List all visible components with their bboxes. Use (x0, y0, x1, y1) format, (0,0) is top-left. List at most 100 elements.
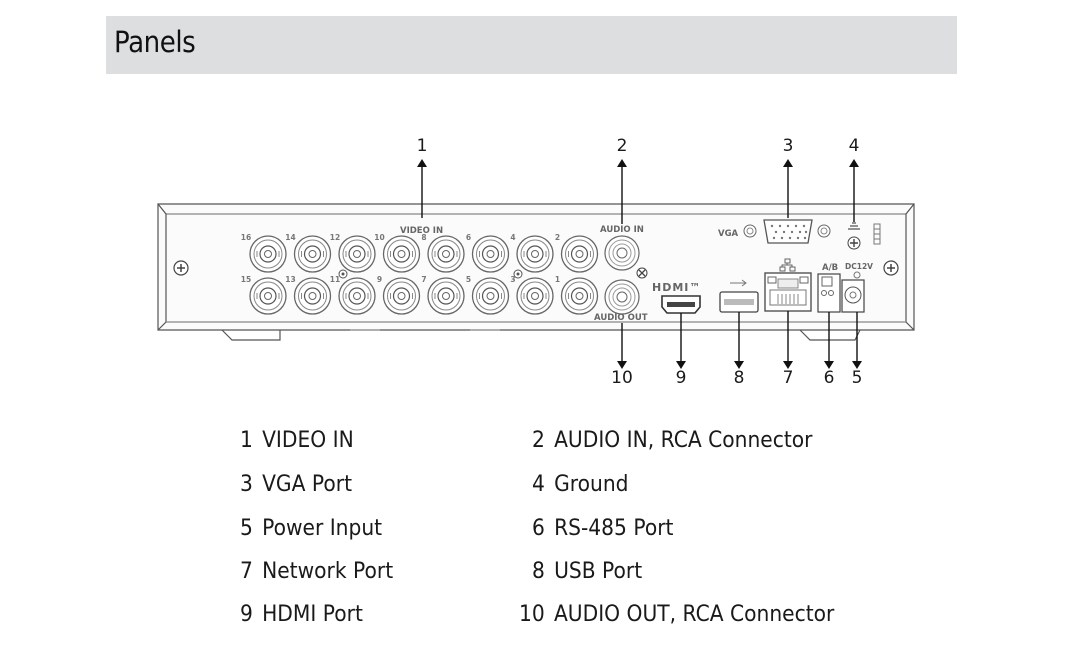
power-port (841, 271, 865, 313)
legend-label: RS-485 Port (554, 516, 674, 541)
hdmi-port (661, 295, 701, 314)
callout-8: 8 (734, 368, 745, 388)
dc-power-label: DC12V (845, 262, 873, 271)
channel-number: 4 (510, 233, 515, 242)
legend-item: 6 RS-485 Port (532, 516, 673, 541)
callout-lines (417, 159, 862, 369)
usb-port (719, 291, 759, 313)
callout-1: 1 (417, 136, 428, 156)
callout-7: 7 (783, 368, 794, 388)
channel-number: 12 (330, 233, 340, 242)
legend-num: 2 (532, 428, 545, 453)
channel-number: 13 (285, 275, 295, 284)
callout-5: 5 (852, 368, 863, 388)
section-title: Panels (114, 25, 196, 59)
vga-label: VGA (718, 229, 739, 239)
bnc-connector (560, 235, 599, 273)
bnc-connector (293, 235, 332, 273)
legend-item: 5 Power Input (240, 516, 382, 541)
hdmi-label: HDMI™ (652, 281, 701, 294)
audio-out-rca-connector (604, 279, 640, 315)
legend-num: 4 (532, 472, 545, 497)
bnc-connector (516, 235, 554, 273)
bnc-connector (382, 235, 421, 273)
channel-number: 11 (330, 275, 340, 284)
channel-number: 8 (421, 233, 426, 242)
screw-icon-right (883, 260, 899, 276)
bnc-connector (382, 277, 421, 315)
legend-item: 9 HDMI Port (240, 602, 363, 627)
video-in-label: VIDEO IN (400, 226, 443, 236)
legend-label: AUDIO IN, RCA Connector (554, 428, 813, 453)
channel-number: 7 (421, 275, 426, 284)
legend-label: AUDIO OUT, RCA Connector (553, 602, 835, 627)
bnc-connector (249, 277, 287, 315)
bnc-connector (338, 235, 376, 273)
network-icon (779, 258, 796, 272)
legend-item: 8 USB Port (532, 559, 642, 584)
audio-in-label: AUDIO IN (600, 225, 644, 235)
channel-number: 10 (374, 233, 384, 242)
channel-number: 9 (377, 275, 382, 284)
bnc-connector (427, 235, 465, 273)
legend-label: Power Input (262, 516, 383, 541)
callout-numbers-bottom: 10 9 8 7 6 5 (611, 368, 862, 388)
legend-label: VIDEO IN (262, 428, 354, 453)
bnc-connector (471, 277, 510, 315)
legend-num: 5 (240, 516, 253, 541)
rs485-label: A/B (822, 263, 838, 273)
legend-item: 1 VIDEO IN (240, 428, 354, 453)
bnc-connector (427, 277, 465, 315)
callout-4: 4 (849, 136, 860, 156)
channel-number: 5 (466, 275, 471, 284)
legend-num: 1 (240, 428, 253, 453)
callout-2: 2 (617, 136, 628, 156)
legend-num: 6 (532, 516, 545, 541)
legend-label: HDMI Port (262, 602, 363, 627)
bnc-connector (560, 277, 599, 315)
channel-number: 2 (555, 233, 560, 242)
bnc-connector (249, 235, 287, 273)
legend-num: 3 (240, 472, 253, 497)
channel-number: 6 (466, 233, 471, 242)
marker-icon (338, 269, 523, 279)
screw-icon (636, 267, 648, 279)
usb-icon (730, 279, 747, 287)
legend-num: 9 (240, 602, 253, 627)
vent-slots (873, 223, 881, 245)
channel-number: 1 (555, 275, 560, 284)
audio-out-label: AUDIO OUT (594, 313, 648, 323)
callout-10: 10 (611, 368, 633, 388)
ground-icon (847, 222, 861, 250)
callout-3: 3 (783, 136, 794, 156)
bnc-connector (293, 277, 332, 315)
legend-item: 7 Network Port (240, 559, 393, 584)
screw-icon-left (173, 260, 189, 276)
audio-in-rca-connector (604, 235, 640, 271)
legend-label: USB Port (554, 559, 643, 584)
legend-item: 2 AUDIO IN, RCA Connector (532, 428, 812, 453)
legend-num: 8 (532, 559, 545, 584)
channel-number: 3 (510, 275, 515, 284)
callout-numbers-top: 1 2 3 4 (417, 136, 860, 156)
legend-label: Network Port (262, 559, 394, 584)
network-port (764, 272, 812, 312)
channel-number: 15 (241, 275, 251, 284)
channel-number: 16 (241, 233, 251, 242)
legend-num: 7 (240, 559, 253, 584)
callout-9: 9 (676, 368, 687, 388)
bnc-connector (516, 277, 554, 315)
callout-6: 6 (824, 368, 835, 388)
section-header: Panels (106, 16, 957, 74)
bnc-connector (338, 277, 376, 315)
bnc-connector (471, 235, 510, 273)
legend-item: 4 Ground (532, 472, 629, 497)
legend-label: Ground (554, 472, 629, 497)
rs485-port (817, 273, 841, 313)
vga-port (743, 219, 831, 244)
